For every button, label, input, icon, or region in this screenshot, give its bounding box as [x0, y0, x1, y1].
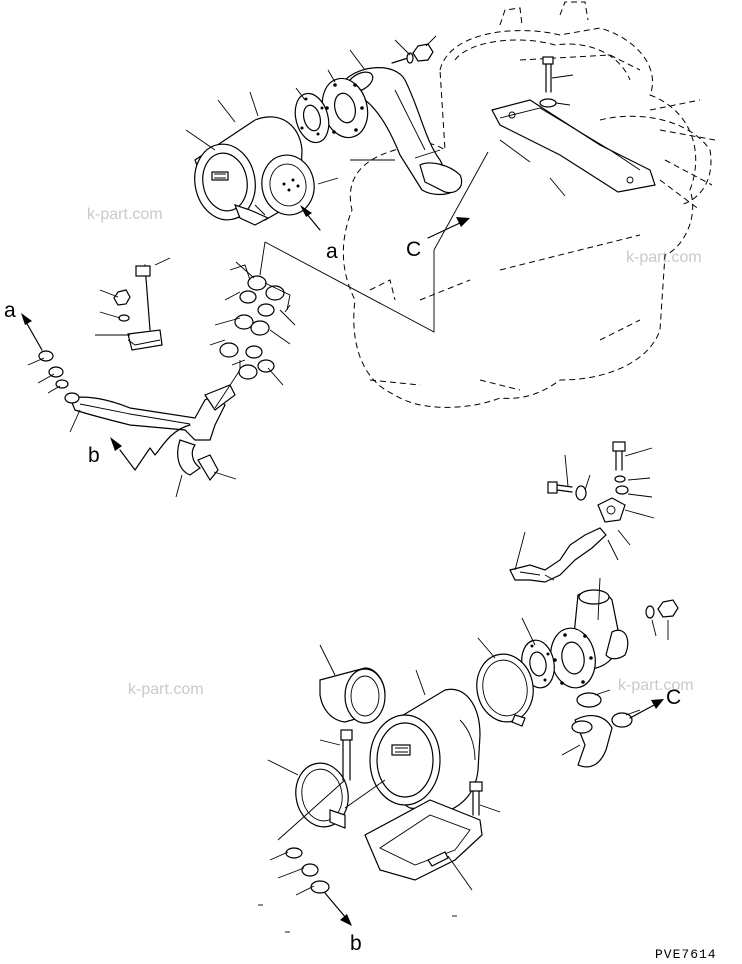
arrow-a-top: a — [300, 205, 338, 263]
air-cleaner-cap-bottom — [319, 667, 386, 724]
label-b-left: b — [88, 444, 100, 467]
leader-lines-top — [185, 35, 574, 216]
mounting-bolt — [539, 56, 557, 108]
diagram-code: PVE7614 — [655, 947, 717, 962]
nut-washer-bottom-right — [645, 599, 679, 619]
intake-elbow-pipe — [344, 67, 463, 196]
watermark-bottom-right: k-part.com — [618, 677, 694, 694]
leader-lines-bottom — [267, 447, 669, 891]
label-a-left: a — [4, 299, 16, 322]
hose-assembly-right — [509, 497, 626, 583]
leader-lines-left — [27, 257, 291, 498]
top-bolt-nut — [391, 43, 434, 64]
label-c-top: C — [406, 238, 421, 261]
arrow-a-left: a — [4, 299, 43, 351]
air-cleaner-body-bottom — [369, 688, 481, 813]
bracket-left — [127, 264, 163, 351]
watermark-top-right: k-part.com — [626, 249, 702, 266]
engine-bracket — [491, 99, 656, 193]
arrow-c-top: C — [406, 217, 470, 261]
engine-outline — [342, 1, 716, 408]
clamp-cluster — [209, 264, 296, 380]
air-cleaner-top — [194, 116, 315, 226]
gasket-top — [294, 92, 330, 144]
label-b-bottom: b — [350, 932, 362, 955]
arrow-c-right: C — [629, 686, 681, 719]
watermark-top-left: k-part.com — [87, 206, 163, 223]
arrow-b-left: b — [88, 424, 191, 471]
vacuator-pipe-assembly — [69, 360, 241, 482]
clamp-band-right — [476, 653, 534, 727]
mounting-bracket-bottom — [364, 799, 483, 881]
watermark-bottom-left: k-part.com — [128, 681, 204, 698]
connector-lines-top — [259, 151, 489, 333]
hose-bottom-right — [571, 689, 641, 768]
small-parts-left — [38, 289, 131, 404]
arrow-b-bottom: b — [324, 892, 362, 955]
bolts-right — [547, 441, 629, 501]
small-clamps-bottom — [269, 847, 330, 896]
clamp-band-left — [295, 762, 349, 829]
bolt-bottom-middle — [340, 729, 353, 781]
connector-lines-bottom — [258, 779, 457, 933]
label-c-right: C — [666, 686, 681, 709]
bolt-bottom-right — [469, 781, 483, 816]
flange-plate-bottom — [550, 627, 596, 689]
label-a-top: a — [326, 240, 338, 263]
flange-plate-top — [321, 77, 369, 139]
